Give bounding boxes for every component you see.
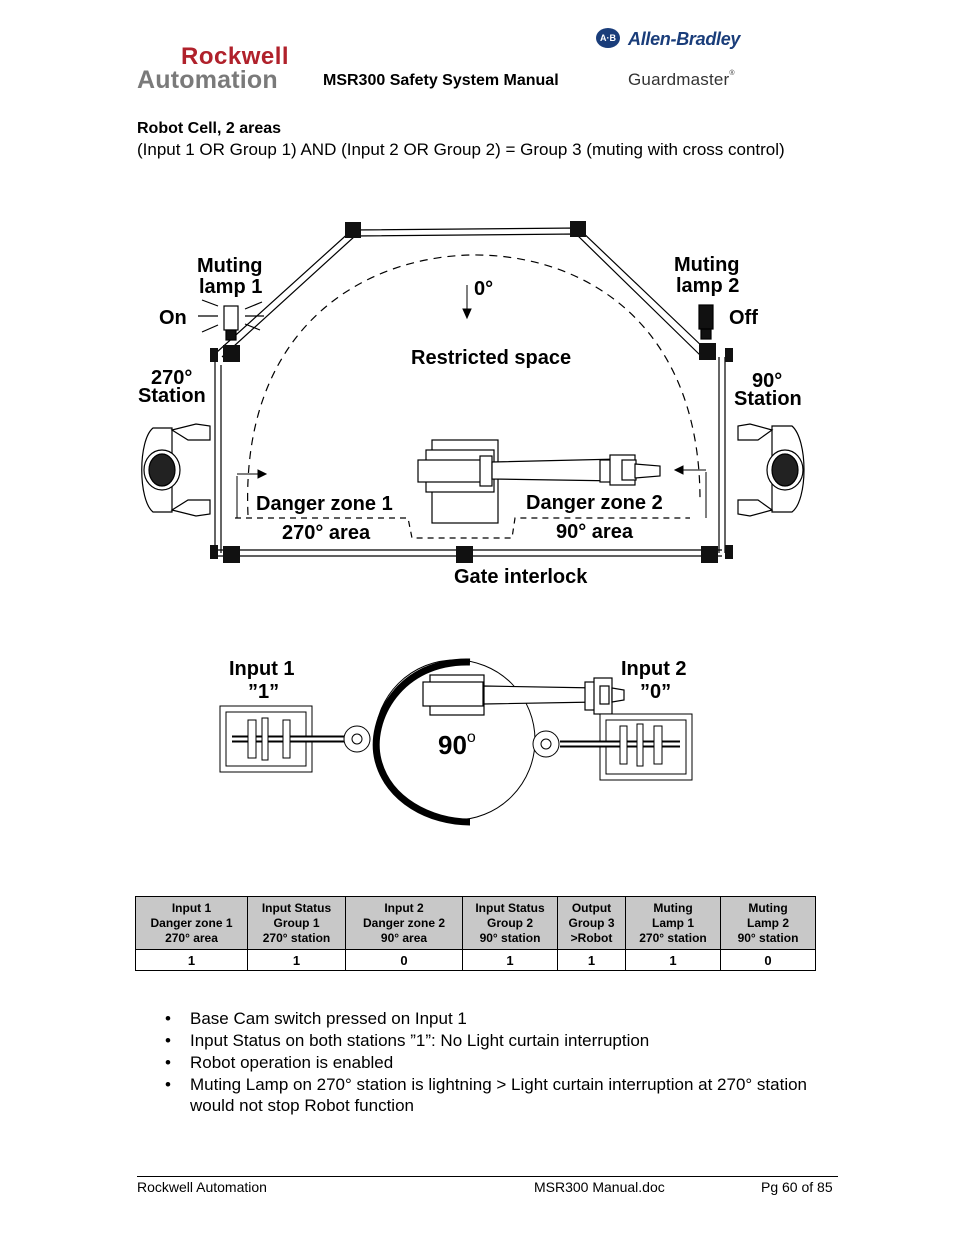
notes-list: Base Cam switch pressed on Input 1 Input…	[162, 1008, 842, 1117]
robot-icon	[417, 439, 661, 524]
table-cell: 1	[462, 949, 558, 971]
gate-interlock-label: Gate interlock	[454, 566, 588, 588]
arrow-icon	[237, 285, 706, 479]
logo-rockwell-text: Rockwell	[181, 43, 290, 70]
header-line: 90° area	[380, 930, 428, 945]
header-line: Input Status	[261, 900, 332, 915]
header-line: Input Status	[475, 900, 545, 915]
off-label: Off	[729, 307, 758, 329]
cam-arc	[372, 658, 471, 826]
muting-lamp-2-icon	[698, 304, 714, 340]
section-formula: (Input 1 OR Group 1) AND (Input 2 OR Gro…	[137, 140, 785, 159]
list-item: Input Status on both stations ”1”: No Li…	[162, 1030, 842, 1051]
zero-degree-label: 0°	[474, 278, 493, 300]
manual-title: MSR300 Safety System Manual	[323, 72, 559, 89]
footer-divider	[137, 1176, 838, 1177]
header-line: 270° station	[639, 930, 707, 945]
table-cell: 1	[557, 949, 626, 971]
station-270-label-b: Station	[138, 385, 206, 407]
list-item: Base Cam switch pressed on Input 1	[162, 1008, 842, 1029]
muting-lamp-2-label-b: lamp 2	[676, 275, 739, 297]
robot-cell-diagram: Muting lamp 1 Muting lamp 2 On Off 0° Re…	[138, 221, 805, 588]
section-title: Robot Cell, 2 areas	[137, 120, 282, 137]
header-line: Input 2	[384, 900, 424, 915]
station-90-label-b: Station	[734, 388, 802, 410]
angle-value: 90	[438, 730, 467, 760]
angle-degree-mark: o	[467, 729, 476, 746]
allen-bradley-logo: Allen-Bradley	[628, 29, 741, 49]
muting-lamp-1-label-b: lamp 1	[199, 276, 262, 298]
header-line: 90° station	[479, 930, 541, 945]
switch-1-icon	[219, 705, 371, 773]
table-cell: 0	[345, 949, 463, 971]
table-cell: 0	[720, 949, 816, 971]
cam-switch-diagram: Input 1 ”1” Input 2 ”0” 90o	[219, 658, 693, 826]
angle-label: 90o	[438, 729, 476, 760]
danger-zone-1-area: 270° area	[282, 522, 371, 544]
restricted-space-label: Restricted space	[411, 347, 571, 369]
danger-zone-2-label: Danger zone 2	[526, 492, 663, 514]
header-line: Muting	[748, 900, 788, 915]
table-cell: 1	[247, 949, 346, 971]
header-line: Muting	[653, 900, 693, 915]
allen-bradley-badge-icon: A·B	[596, 28, 620, 48]
header-line: Danger zone 2	[362, 915, 446, 930]
input-1-label: Input 1	[229, 658, 295, 680]
station-90-label-a: 90°	[752, 370, 782, 392]
guardmaster-logo: Guardmaster®	[628, 70, 735, 90]
on-label: On	[159, 307, 187, 329]
guardmaster-text: Guardmaster	[628, 70, 730, 89]
danger-zone-outline	[235, 517, 690, 539]
header-line: >Robot	[570, 930, 613, 945]
footer-page-number: Pg 60 of 85	[761, 1179, 833, 1195]
table-cell: 1	[135, 949, 248, 971]
switch-2-icon	[532, 713, 693, 781]
header-line: Output	[571, 900, 612, 915]
table-cell: 1	[625, 949, 721, 971]
operator-90-icon	[737, 423, 805, 517]
fence-posts	[210, 221, 733, 563]
operator-270-icon	[141, 423, 211, 517]
header-line: 270° area	[165, 930, 218, 945]
muting-lamp-2-label-a: Muting	[674, 254, 740, 276]
header-line: Input 1	[171, 900, 212, 915]
header-line: 90° station	[737, 930, 799, 945]
registered-mark: ®	[729, 70, 735, 77]
header-line: Lamp 2	[746, 915, 789, 930]
danger-zone-2-area: 90° area	[556, 521, 634, 543]
input-2-state: ”0”	[640, 681, 671, 703]
danger-zone-1-label: Danger zone 1	[256, 493, 393, 515]
logo-automation-text: Automation	[137, 66, 278, 94]
footer-company: Rockwell Automation	[137, 1179, 267, 1195]
header-line: Group 3	[568, 915, 615, 930]
header-line: Danger zone 1	[150, 915, 233, 930]
header-line: Group 1	[273, 915, 320, 930]
muting-lamp-1-label-a: Muting	[197, 255, 263, 277]
input-2-label: Input 2	[621, 658, 687, 680]
input-1-state: ”1”	[248, 681, 279, 703]
header-line: 270° station	[262, 930, 331, 945]
restricted-space-boundary	[247, 254, 701, 516]
robot-arm-icon	[422, 674, 625, 716]
header-line: Lamp 1	[651, 915, 694, 930]
table-row: 1 1 0 1 1 1 0	[135, 949, 816, 971]
footer-filename: MSR300 Manual.doc	[534, 1179, 665, 1195]
list-item: Robot operation is enabled	[162, 1052, 842, 1073]
station-270-label-a: 270°	[151, 367, 192, 389]
muting-lamp-1-icon	[198, 299, 264, 341]
list-item: Muting Lamp on 270° station is lightning…	[162, 1074, 842, 1116]
header-line: Group 2	[486, 915, 533, 930]
rockwell-automation-logo: Rockwell Automation	[137, 43, 312, 94]
